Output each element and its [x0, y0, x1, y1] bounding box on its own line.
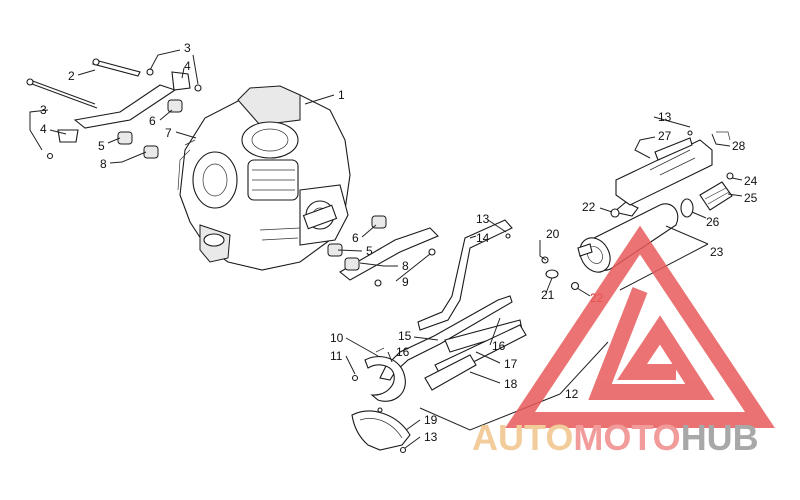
callout-6-upper: 6	[149, 114, 156, 128]
heat-shield	[615, 130, 731, 206]
watermark-text-moto: MOTO	[573, 417, 680, 458]
callout-10: 10	[330, 331, 344, 345]
callout-1: 1	[338, 88, 345, 102]
callout-3-top: 3	[184, 41, 191, 55]
callout-13-shield: 13	[658, 110, 672, 124]
callout-2: 2	[68, 69, 75, 83]
exhaust-bracket	[417, 219, 513, 331]
watermark-text-auto: AUTO	[472, 417, 573, 458]
lower-mount-bracket	[327, 215, 439, 287]
callout-5-upper: 5	[98, 139, 105, 153]
callout-6-lower: 6	[352, 231, 359, 245]
callout-3-left: 3	[40, 103, 47, 117]
callout-18: 18	[504, 377, 518, 391]
callout-19: 19	[424, 413, 438, 427]
callout-22-upper: 22	[582, 200, 596, 214]
callout-20: 20	[546, 227, 560, 241]
callout-4-left: 4	[40, 122, 47, 136]
callout-13-guard: 13	[424, 430, 438, 444]
callout-16-left: 16	[396, 345, 410, 359]
callout-17: 17	[504, 357, 518, 371]
callout-12: 12	[565, 387, 579, 401]
callout-24: 24	[744, 174, 758, 188]
callout-labels: 1 2 3 4 3 4 6 7 5 8 6 5 8 9 13 27 28 24 …	[40, 41, 758, 444]
callout-25: 25	[744, 191, 758, 205]
watermark-text-hub: HUB	[681, 417, 759, 458]
svg-text:AUTOMOTOHUB: AUTOMOTOHUB	[472, 417, 759, 458]
callout-8-lower: 8	[402, 259, 409, 273]
callout-14: 14	[476, 231, 490, 245]
callout-4-top: 4	[184, 59, 191, 73]
exhaust-pipe	[351, 295, 527, 402]
callout-9: 9	[402, 275, 409, 289]
callout-21: 21	[541, 288, 555, 302]
callout-11: 11	[330, 349, 343, 363]
engine-assembly	[177, 85, 351, 271]
watermark-logo: AUTOMOTOHUB	[472, 225, 775, 458]
guard-plate	[351, 407, 411, 454]
callout-13-bracket: 13	[476, 212, 490, 226]
spark-arrestor	[680, 172, 734, 218]
watermark-triangle-icon	[505, 225, 775, 428]
upper-mount-bracket	[26, 58, 202, 160]
callout-15: 15	[398, 329, 412, 343]
callout-7: 7	[165, 126, 172, 140]
callout-5-lower: 5	[366, 244, 373, 258]
callout-23: 23	[710, 245, 724, 259]
callout-28: 28	[732, 139, 746, 153]
callout-8-upper: 8	[100, 157, 107, 171]
callout-27: 27	[658, 129, 672, 143]
callout-16-right: 16	[492, 339, 506, 353]
callout-26: 26	[706, 215, 720, 229]
